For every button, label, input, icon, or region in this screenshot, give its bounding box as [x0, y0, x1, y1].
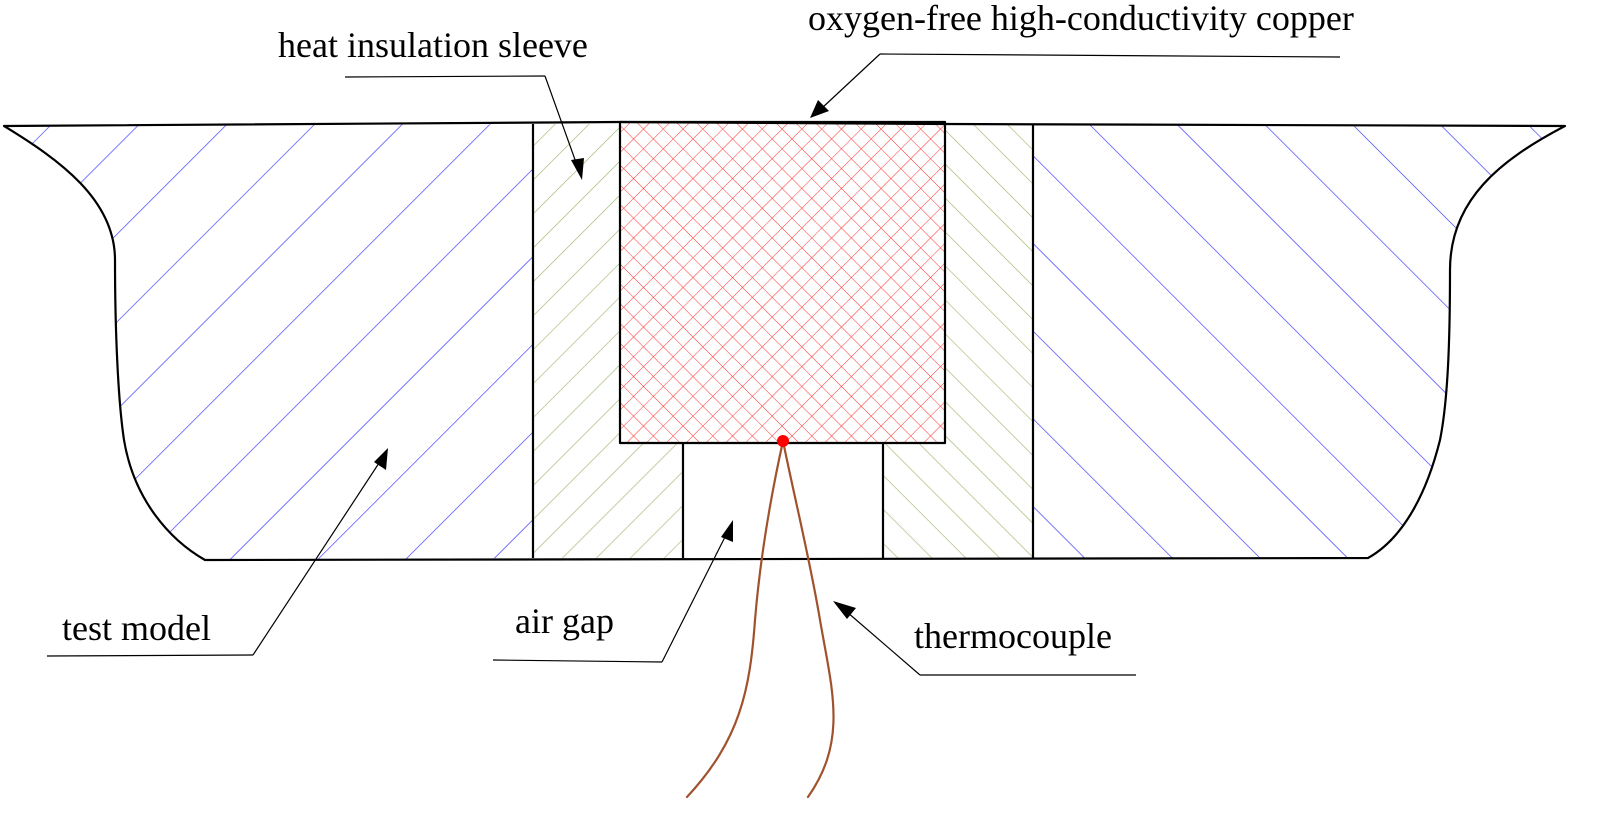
- leader-underline-copper: [879, 53, 1341, 58]
- arrowhead-air-gap: [721, 520, 733, 542]
- leader-underline-test-model: [46, 654, 254, 657]
- insulation-sleeve-left: [533, 124, 683, 558]
- leader-underline-sleeve: [344, 75, 546, 78]
- arrowhead-thermocouple: [833, 601, 856, 619]
- label-thermocouple: thermocouple: [914, 616, 1112, 656]
- arrowhead-sleeve: [571, 158, 584, 180]
- thermocouple-wire-right: [781, 439, 835, 799]
- test-model-right: [1033, 124, 1565, 558]
- thermocouple-wire-left: [685, 439, 785, 799]
- label-copper: oxygen-free high-conductivity copper: [808, 0, 1354, 38]
- leader-test-model: [252, 459, 382, 656]
- leader-air-gap: [661, 532, 728, 663]
- insulation-sleeve-right: [883, 124, 1033, 558]
- copper-core: [620, 122, 945, 443]
- arrowhead-test-model: [374, 448, 388, 470]
- label-air-gap: air gap: [515, 601, 614, 641]
- thermocouple-junction-dot: [777, 435, 789, 447]
- leader-underline-air-gap: [492, 659, 663, 663]
- leader-copper: [821, 53, 881, 109]
- leader-sleeve: [544, 75, 579, 169]
- label-test-model: test model: [62, 608, 211, 648]
- test-model-left: [4, 124, 533, 560]
- leader-thermocouple: [846, 611, 921, 676]
- label-heat-insulation-sleeve: heat insulation sleeve: [278, 25, 588, 65]
- arrowhead-copper: [810, 100, 829, 118]
- outer-outline: [2, 120, 1567, 562]
